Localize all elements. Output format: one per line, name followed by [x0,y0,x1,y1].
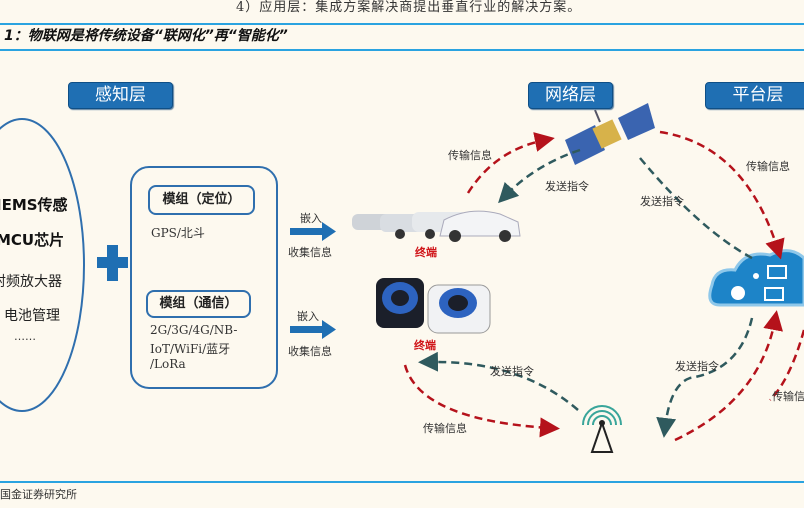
embed-label: 嵌入 [297,310,319,323]
embed-label: 嵌入 [300,212,322,225]
chip-item: IEMS传感 [0,196,68,214]
flow-label-transmit: 传输信息 [423,422,467,435]
module-communication-desc: IoT/WiFi/蓝牙 [150,342,231,356]
chip-item: MCU芯片 [0,231,65,249]
source-text: 国金证券研究所 [0,488,77,501]
embed-arrow-icon [290,222,336,241]
flow-label-cmd: 发送指令 [545,180,589,193]
figure-title: 1：物联网是将传统设备“联网化”再“智能化” [4,28,288,44]
layer-platform: 平台层 [705,82,804,109]
module-communication-desc: /LoRa [150,357,186,371]
flow-cmd-cloud [639,157,753,260]
plus-icon [97,245,128,281]
module-container [130,166,278,389]
speakers-image [376,278,491,334]
flow-cmd-down [498,148,581,204]
flow-label-cmd: 发送指令 [675,360,719,373]
title-rule-bottom [0,49,804,51]
title-rule-top [0,23,804,25]
flow-label-transmit: 传输信息 [746,160,790,173]
chip-ellipse [0,118,85,412]
cars-image [352,210,521,242]
module-communication-desc: 2G/3G/4G/NB- [150,323,238,337]
flow-cmd-tower [656,317,754,438]
chip-item: …… [14,330,36,343]
source-rule [0,481,804,483]
module-positioning-desc: GPS/北斗 [151,226,205,240]
terminal-label: 终端 [415,246,437,259]
module-communication-title: 模组（通信） [146,290,251,318]
flow-transmit-right [769,329,804,401]
chip-item: 射频放大器 [0,274,62,290]
flow-label-transmit: 传输信息 [448,149,492,162]
intro-text: 4）应用层：集成方案解决商提出垂直行业的解决方案。 [236,0,582,15]
collect-label: 收集信息 [288,246,332,259]
flow-transmit-cloud [659,130,785,260]
flow-transmit-tower [674,310,783,442]
flow-label-cmd: 发送指令 [640,195,684,208]
flow-label-transmit: 传输信息 [772,390,804,403]
layer-perception: 感知层 [68,82,173,109]
flow-transmit-terminal [403,364,560,438]
flow-cmd-terminal [418,351,579,411]
embed-arrow-icon [290,320,336,339]
layer-network: 网络层 [528,82,613,109]
chip-item: 电池管理 [4,308,60,324]
flow-label-cmd: 发送指令 [490,365,534,378]
cloud-platform-icon [708,249,804,307]
collect-label: 收集信息 [288,345,332,358]
terminal-label: 终端 [414,339,436,352]
satellite-icon [565,103,655,165]
signal-tower-icon [582,405,622,453]
module-positioning-title: 模组（定位） [148,185,255,215]
